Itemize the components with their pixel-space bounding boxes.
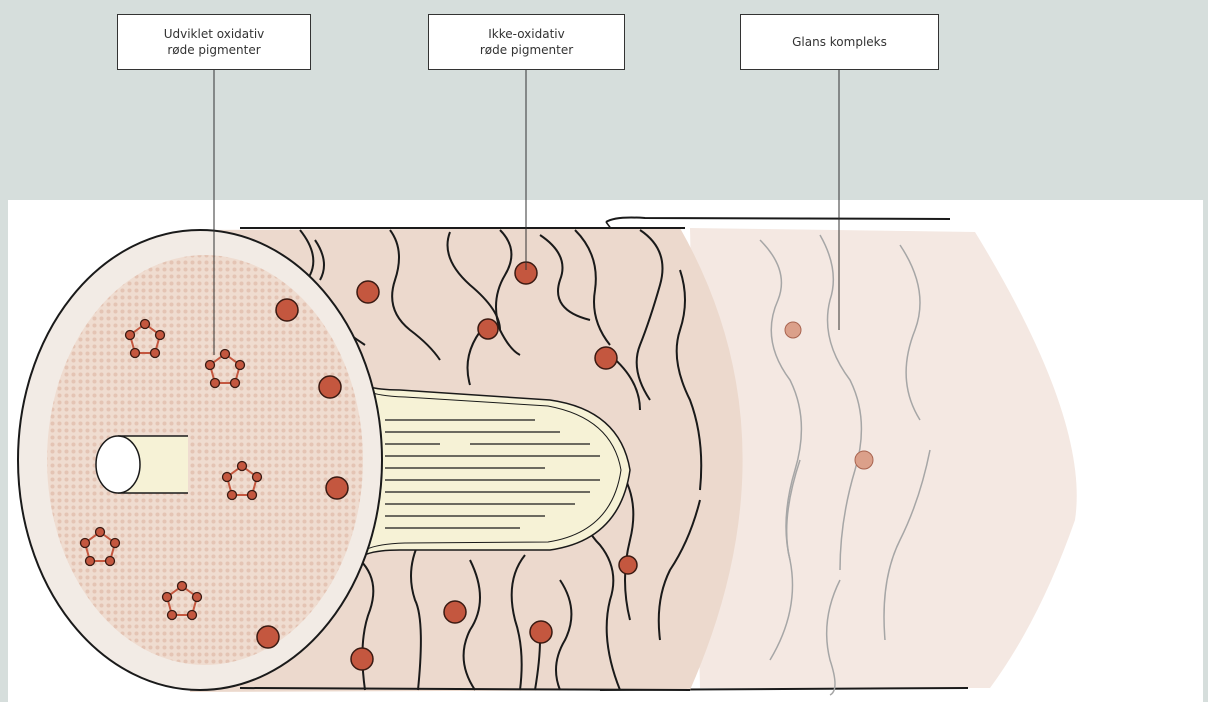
label-gloss-complex: Glans kompleks	[740, 14, 939, 70]
gloss-pigment	[785, 322, 801, 338]
pigment-granule	[444, 601, 466, 623]
label-non-oxidative-pigments: Ikke-oxidativ røde pigmenter	[428, 14, 625, 70]
cross-section-medulla	[96, 436, 188, 493]
cross-section	[18, 230, 382, 690]
pigment-granule	[326, 477, 348, 499]
pigment-granule	[351, 648, 373, 670]
pigment-granule	[530, 621, 552, 643]
label-developed-oxidative-pigments: Udviklet oxidativ røde pigmenter	[117, 14, 311, 70]
pigment-granule	[619, 556, 637, 574]
pigment-granule	[357, 281, 379, 303]
pigment-granule	[276, 299, 298, 321]
pigment-granule	[257, 626, 279, 648]
pigment-granule	[478, 319, 498, 339]
gloss-pigment	[855, 451, 873, 469]
pigment-granule	[595, 347, 617, 369]
pigment-granule	[319, 376, 341, 398]
